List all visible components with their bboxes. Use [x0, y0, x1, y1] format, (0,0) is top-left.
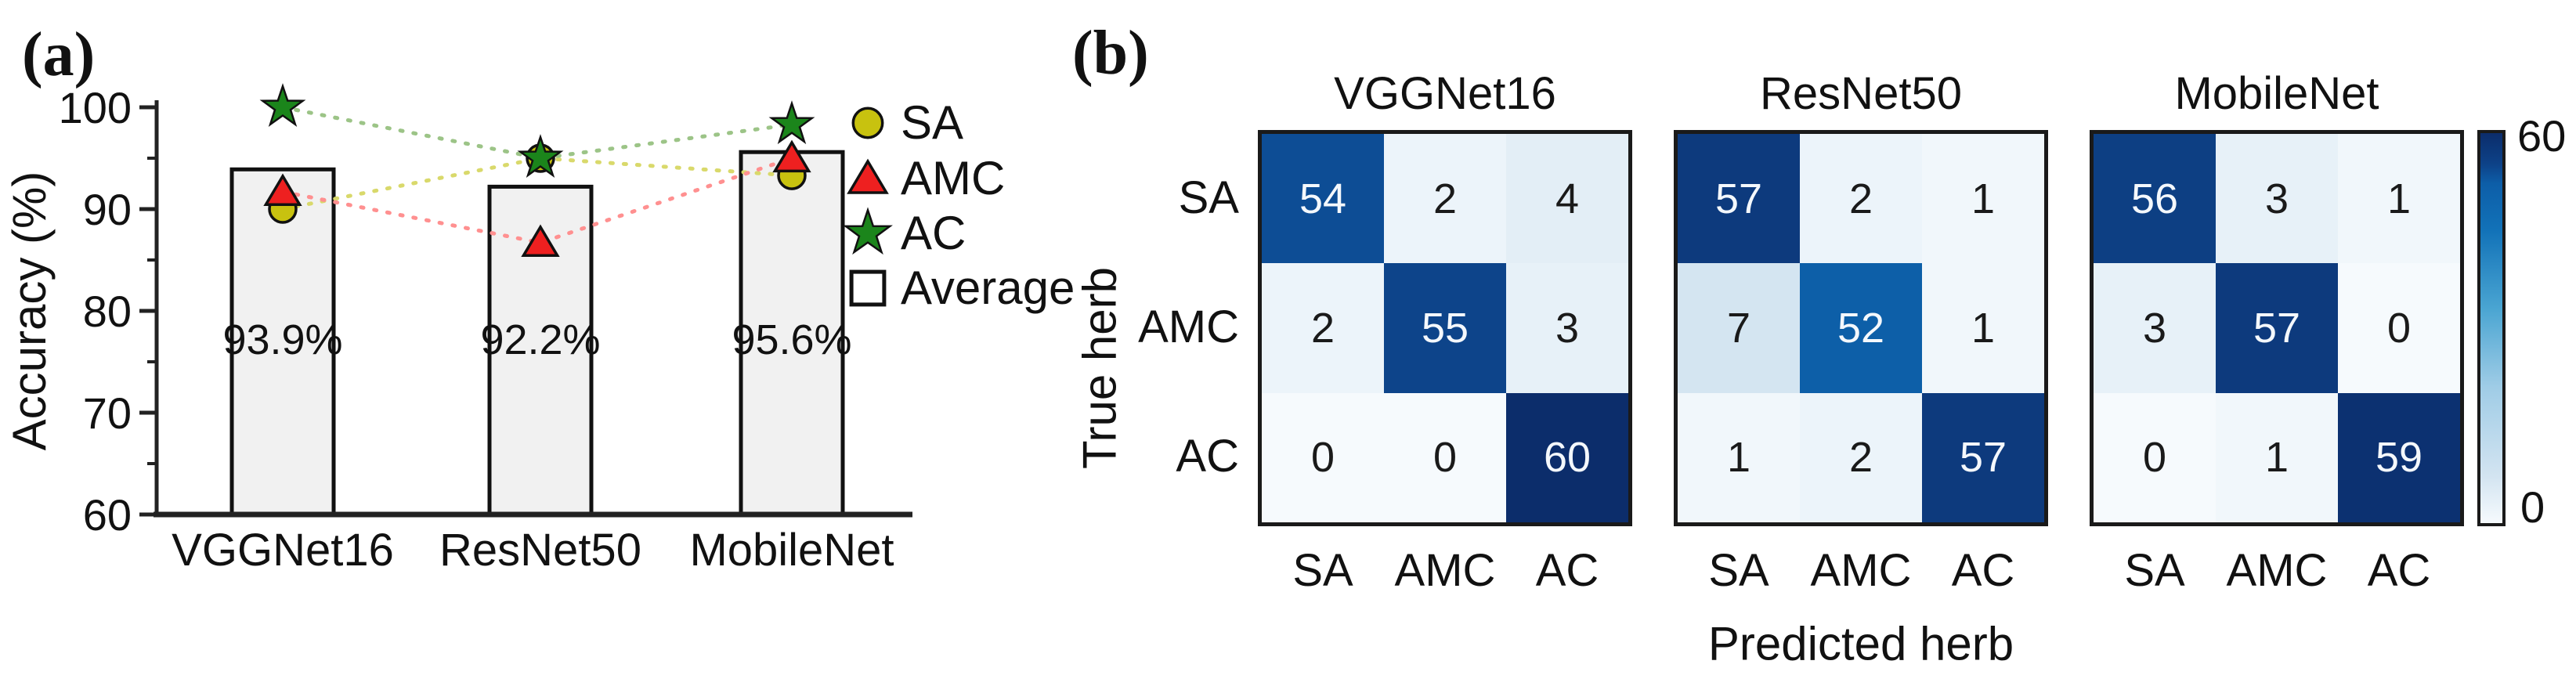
matrix-cell: 54: [1262, 134, 1384, 264]
legend-label-sa: SA: [901, 96, 963, 149]
predicted-herb-axis-label: Predicted herb: [1707, 617, 2014, 670]
marker-ac: [259, 83, 306, 127]
matrix-cell: 1: [1922, 134, 2044, 264]
matrix-cell: 1: [2338, 134, 2460, 264]
legend-label-amc: AMC: [901, 152, 1005, 204]
col-label-sa: SA: [1292, 545, 1353, 596]
panel-b-tag: (b): [1072, 19, 1149, 88]
y-tick-label: 90: [83, 185, 132, 234]
legend-marker-amc: [847, 158, 889, 194]
x-category-label: ResNet50: [439, 525, 641, 576]
marker-amc: [772, 139, 811, 173]
matrix-cell: 4: [1506, 134, 1628, 264]
col-label-amc: AMC: [1810, 545, 1912, 596]
legend-marker-sa: [851, 107, 884, 139]
average-bar: [229, 167, 336, 517]
series-line-amc: [280, 156, 794, 245]
matrix-cell: 57: [1678, 134, 1800, 264]
matrix-cell: 1: [1922, 263, 2044, 393]
matrix-cell: 52: [1800, 263, 1922, 393]
matrix-cell: 1: [2216, 392, 2338, 522]
matrix-cell: 3: [2216, 134, 2338, 264]
matrix-cell: 57: [1922, 392, 2044, 522]
col-label-ac: AC: [2367, 545, 2431, 596]
row-label-ac: AC: [1176, 431, 1239, 482]
bar-value-label: 92.2%: [480, 316, 600, 363]
matrix-cell: 0: [1262, 392, 1384, 522]
matrix-cell: 3: [2094, 263, 2216, 393]
matrix-cell: 0: [2094, 392, 2216, 522]
y-tick-label: 60: [83, 490, 132, 540]
col-label-sa: SA: [1708, 545, 1769, 596]
matrix-cell: 3: [1506, 263, 1628, 393]
marker-ac: [768, 100, 815, 145]
legend-label-average: Average: [901, 262, 1075, 314]
col-label-amc: AMC: [1394, 545, 1496, 596]
colorbar-max-label: 60: [2517, 111, 2567, 161]
y-tick-label: 80: [83, 287, 132, 336]
matrix-cell: 60: [1506, 392, 1628, 522]
marker-amc: [263, 173, 302, 207]
matrix-cell: 2: [1384, 134, 1506, 264]
y-tick-label: 100: [59, 83, 132, 132]
row-label-sa: SA: [1178, 172, 1239, 223]
matrix-cell: 1: [1678, 392, 1800, 522]
matrix-cell: 7: [1678, 263, 1800, 393]
matrix-cell: 56: [2094, 134, 2216, 264]
matrix-cell: 2: [1800, 392, 1922, 522]
col-label-ac: AC: [1951, 545, 2015, 596]
colorbar-min-label: 0: [2520, 482, 2545, 532]
col-label-ac: AC: [1535, 545, 1599, 596]
col-label-sa: SA: [2124, 545, 2185, 596]
bar-value-label: 93.9%: [222, 316, 342, 363]
y-tick-label: 70: [83, 388, 132, 438]
marker-ac: [517, 134, 564, 178]
col-label-amc: AMC: [2226, 545, 2328, 596]
marker-amc: [521, 224, 560, 258]
matrix-cell: 0: [2338, 263, 2460, 393]
matrix-title-resnet50: ResNet50: [1760, 68, 1962, 119]
x-category-label: VGGNet16: [172, 525, 394, 576]
matrix-title-vggnet16: VGGNet16: [1334, 68, 1556, 119]
legend-label-ac: AC: [901, 207, 966, 259]
matrix-cell: 57: [2216, 263, 2338, 393]
x-category-label: MobileNet: [689, 525, 894, 576]
matrix-title-mobilenet: MobileNet: [2174, 68, 2379, 119]
y-axis-title: Accuracy (%): [3, 172, 56, 451]
average-bar: [739, 150, 845, 517]
matrix-cell: 2: [1800, 134, 1922, 264]
row-label-amc: AMC: [1138, 301, 1239, 352]
panel-a-tag: (a): [22, 20, 96, 89]
colorbar: [2477, 130, 2506, 526]
matrix-cell: 59: [2338, 392, 2460, 522]
matrix-cell: 55: [1384, 263, 1506, 393]
bar-value-label: 95.6%: [732, 316, 851, 363]
legend-marker-ac: [843, 207, 893, 255]
legend-marker-average: [849, 269, 887, 307]
matrix-cell: 0: [1384, 392, 1506, 522]
matrix-cell: 2: [1262, 263, 1384, 393]
